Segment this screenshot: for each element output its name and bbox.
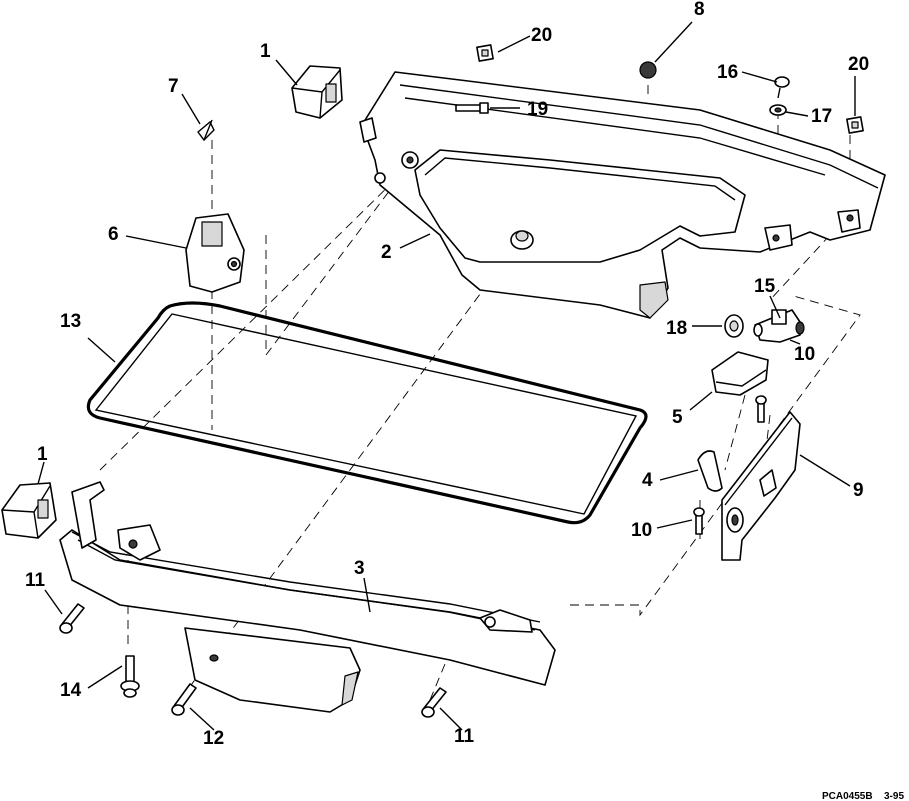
part-14-bolt [120, 655, 140, 698]
part-10-screw-upper [755, 395, 767, 423]
callout-7: 7 [168, 76, 179, 97]
part-11-screw-right [421, 687, 447, 718]
part-8-nut [639, 61, 657, 79]
part-1-upper [291, 65, 343, 119]
figure-date: 3-95 [884, 791, 904, 801]
part-1-lower [1, 482, 57, 539]
callout-11-left: 11 [25, 570, 46, 591]
part-10-screw-lower [693, 507, 705, 535]
part-11-screw-left [59, 603, 85, 634]
part-20-nut-left [476, 44, 494, 62]
callout-12: 12 [203, 728, 224, 749]
part-12-screw [171, 683, 197, 716]
callout-15: 15 [754, 276, 776, 297]
callout-20-right: 20 [848, 54, 869, 75]
callout-16: 16 [717, 62, 738, 83]
callout-1-lower: 1 [37, 444, 48, 465]
part-18-washer [724, 314, 744, 338]
part-lower-cover [59, 481, 556, 713]
callout-20-left: 20 [531, 25, 552, 46]
callout-2: 2 [381, 242, 392, 263]
part-9-bracket [721, 411, 801, 561]
part-6-bracket [185, 213, 245, 293]
callout-13: 13 [60, 311, 81, 332]
callout-10-upper: 10 [794, 344, 815, 365]
callout-14: 14 [60, 680, 82, 701]
callout-3: 3 [354, 558, 365, 579]
callout-18: 18 [666, 318, 687, 339]
callout-8: 8 [694, 0, 705, 20]
part-17-washer [769, 104, 787, 116]
callout-4: 4 [642, 470, 653, 491]
callout-9: 9 [853, 480, 864, 501]
callout-6: 6 [108, 224, 119, 245]
callout-19: 19 [527, 99, 548, 120]
figure-code: PCA0455B [822, 791, 873, 801]
part-7-clip [197, 119, 215, 142]
callout-1-upper: 1 [260, 41, 271, 62]
part-20-nut-right [846, 116, 864, 134]
callout-labels: 1 1 2 3 4 5 6 7 8 9 10 10 11 11 12 13 14… [25, 0, 869, 749]
part-4 [697, 450, 723, 492]
part-upper-cover [359, 71, 886, 319]
callout-11-right: 11 [454, 726, 475, 747]
part-5 [711, 351, 769, 396]
part-19-screw [455, 102, 489, 114]
leader-lines [37, 21, 856, 731]
callout-10-lower: 10 [631, 520, 652, 541]
callout-17: 17 [811, 106, 832, 127]
part-16-screw [774, 76, 790, 99]
part-seal [86, 301, 648, 525]
callout-5: 5 [672, 407, 683, 428]
